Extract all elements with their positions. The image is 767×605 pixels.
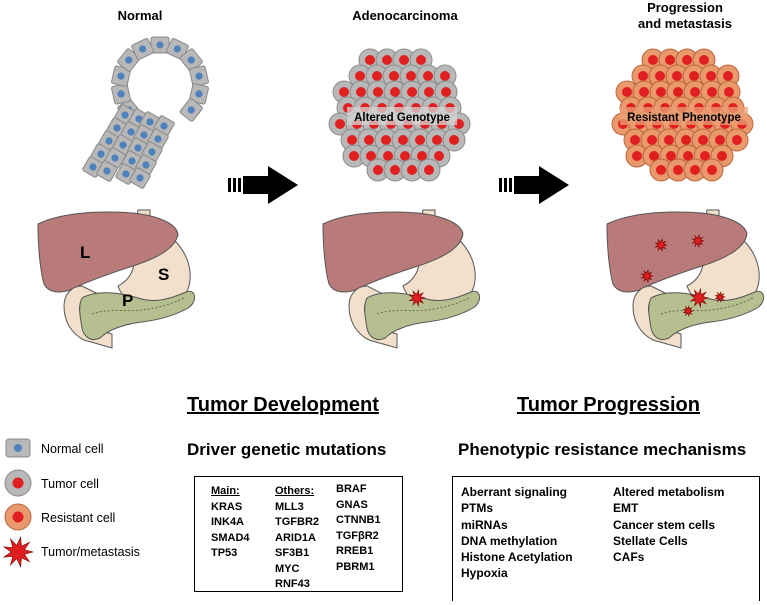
mechanism-item: miRNAs [461, 517, 508, 532]
metastasis-burst-icon [691, 234, 705, 248]
mechanism-item: EMT [613, 501, 639, 516]
metastasis-burst-icon [715, 290, 727, 304]
normal-cell [179, 48, 203, 72]
mechanism-item: Cancer stem cells [613, 517, 716, 532]
stage-title-progression-line2: and metastasis [638, 16, 732, 31]
pancreas-label: P [122, 291, 133, 310]
resistant-cell [649, 158, 673, 182]
normal-cell [96, 160, 118, 182]
mutation-item: BRAF [336, 483, 367, 495]
mutation-item: TGFβR2 [336, 529, 379, 542]
mutation-item: TGFBR2 [275, 516, 319, 528]
normal-cell [189, 83, 209, 105]
mutation-item: GNAS [336, 498, 368, 511]
normal-cell-icon [5, 438, 31, 458]
mechanism-item: Histone Acetylation [461, 550, 573, 565]
mutation-item: RREB1 [336, 545, 374, 557]
mechanism-item: DNA methylation [461, 533, 558, 548]
mechanism-item: Hypoxia [461, 566, 508, 581]
mutation-item: ARID1A [275, 531, 316, 544]
normal-gland-cells [82, 36, 209, 189]
metastasis-burst-icon [683, 304, 695, 318]
mutation-item: CTNNB1 [336, 514, 381, 526]
genotype-label-group: Altered Genotype [347, 107, 457, 125]
mechanism-item: PTMs [461, 501, 494, 516]
organs-metastasis [606, 209, 765, 349]
mutation-item: KRAS [211, 500, 243, 513]
resistant-cell [700, 158, 724, 182]
normal-cell [129, 167, 151, 189]
legend-icons [2, 438, 35, 568]
mechanisms-column-1: Aberrant signaling PTMs miRNAs DNA methy… [461, 484, 573, 582]
normal-cell [117, 48, 141, 72]
resistant-cell [666, 158, 690, 182]
mutation-item: SF3B1 [275, 547, 310, 559]
resistant-cell-cluster [611, 48, 754, 182]
legend-label-tumor-metastasis: Tumor/metastasis [41, 545, 140, 559]
driver-mutations-subheading: Driver genetic mutations [187, 440, 387, 459]
stage-title-adenocarcinoma: Adenocarcinoma [352, 8, 458, 23]
stomach-label: S [158, 265, 169, 284]
resistant-cell [725, 128, 749, 152]
mutation-item: SMAD4 [211, 531, 250, 544]
other-mutations-column: Others: MLL3 TGFBR2 ARID1A SF3B1 MYC RNF… [275, 484, 319, 593]
tumor-burst-icon [408, 288, 427, 308]
normal-cell [179, 98, 203, 122]
progression-arrow-2 [499, 166, 569, 204]
mechanism-item: Altered metabolism [613, 485, 725, 499]
resistant-phenotype-label: Resistant Phenotype [627, 112, 741, 124]
tumor-cell-icon [4, 469, 32, 497]
tumor-cell [328, 112, 352, 136]
resistant-cell-icon [4, 503, 32, 531]
progression-arrow-1 [228, 166, 298, 204]
mechanism-item: Aberrant signaling [461, 485, 568, 499]
other-mutations-header: Others: [275, 485, 315, 497]
tumor-cell [342, 144, 366, 168]
mechanism-item: Stellate Cells [613, 533, 688, 548]
legend-label-tumor-cell: Tumor cell [41, 477, 99, 491]
mutation-item: PBRM1 [336, 560, 375, 573]
tumor-burst-icon [689, 287, 710, 309]
legend-label-normal-cell: Normal cell [41, 442, 104, 456]
mutation-item: INK4A [211, 516, 245, 528]
organs-adenocarcinoma [322, 209, 481, 349]
tumor-development-heading: Tumor Development [187, 394, 379, 416]
normal-cell [131, 38, 155, 60]
mutation-item: MLL3 [275, 500, 304, 513]
mechanisms-column-2: Altered metabolism EMT Cancer stem cells… [613, 484, 724, 565]
normal-cell [165, 38, 189, 60]
normal-cell [111, 83, 131, 105]
metastasis-burst-icon [640, 269, 654, 283]
altered-genotype-label: Altered Genotype [354, 112, 450, 124]
organs-normal: L S P [37, 209, 196, 349]
resistance-mechanisms-box: Aberrant signaling PTMs miRNAs DNA methy… [452, 476, 760, 601]
liver-label: L [80, 243, 90, 262]
mutation-item: RNF43 [275, 578, 310, 590]
tumor-bursts [408, 234, 727, 318]
resistance-mechanisms-subheading: Phenotypic resistance mechanisms [458, 440, 747, 459]
main-mutations-column: Main: KRAS INK4A SMAD4 TP53 [211, 484, 250, 562]
tumor-cell [417, 158, 441, 182]
stage-title-progression-line1: Progression [647, 0, 723, 15]
legend-label-resistant-cell: Resistant cell [41, 511, 116, 525]
stage-title-progression: Progression and metastasis [620, 0, 750, 32]
normal-cell [189, 65, 209, 87]
main-mutations-header: Main: [211, 485, 240, 497]
phenotype-label-group: Resistant Phenotype [620, 107, 748, 125]
mutation-item: TP53 [211, 547, 238, 559]
metastasis-burst-icon [654, 238, 668, 252]
tumor-cell [442, 128, 466, 152]
tumor-burst-icon [2, 536, 35, 568]
other-mutations-column-2: BRAF GNAS CTNNB1 TGFβR2 RREB1 PBRM1 [336, 482, 381, 575]
tumor-progression-heading: Tumor Progression [517, 394, 700, 416]
mechanism-item: CAFs [613, 550, 645, 565]
mutation-item: MYC [275, 562, 300, 575]
driver-mutations-box: Main: KRAS INK4A SMAD4 TP53 Others: MLL3… [194, 476, 403, 592]
stage-title-normal: Normal [117, 8, 163, 23]
